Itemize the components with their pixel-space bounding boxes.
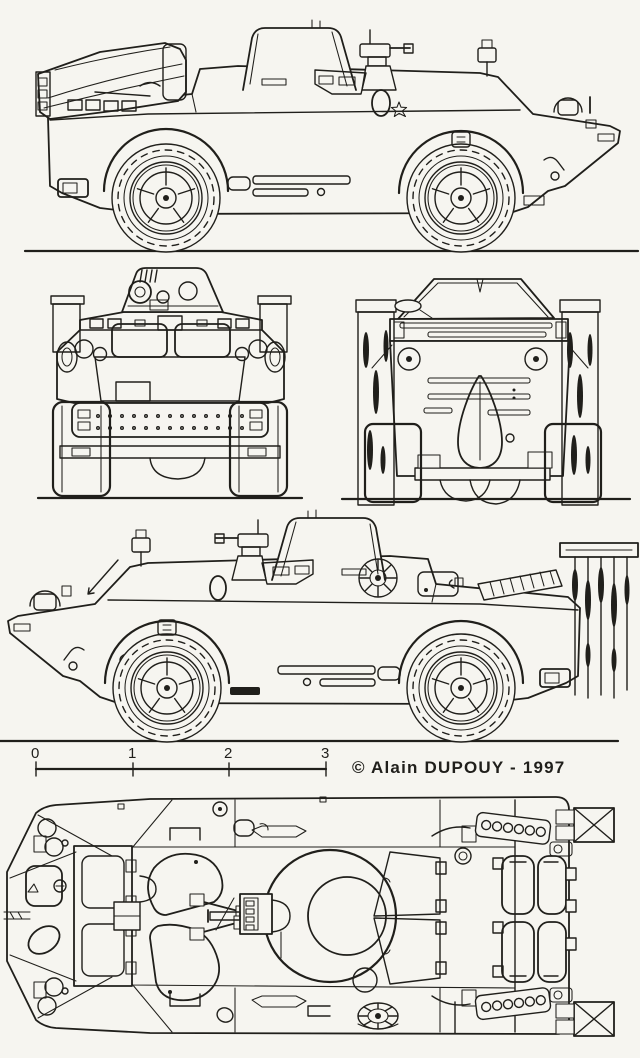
- tow-hook: [3, 911, 31, 920]
- fender-arch: [397, 619, 525, 685]
- ladder-rack: [559, 299, 601, 506]
- vision-block: [314, 69, 367, 95]
- rear-lamp: [539, 668, 571, 688]
- windshield-hatches: [73, 845, 157, 987]
- commander-sight: [477, 39, 497, 77]
- turret: [121, 267, 224, 313]
- exhaust: [431, 987, 552, 1021]
- winch-hatch: [115, 381, 151, 402]
- scale-label-1: 1: [128, 745, 136, 762]
- trim-vane-stowed: [35, 42, 187, 120]
- engine-panel: [373, 917, 441, 985]
- cooling-fan: [357, 1002, 399, 1030]
- wheel: [228, 400, 289, 498]
- belt-line: [107, 599, 579, 611]
- front-view: [36, 267, 304, 500]
- wheel: [407, 144, 515, 252]
- wheel: [543, 422, 603, 504]
- stowage-rack: [549, 987, 615, 1037]
- exhaust: [431, 811, 552, 845]
- plan-view: [3, 796, 615, 1037]
- rear-lamp: [57, 178, 89, 198]
- side-hatch: [209, 575, 227, 601]
- machine-gun: [359, 29, 414, 91]
- scale-label-2: 2: [224, 745, 232, 762]
- ladder-rack: [355, 299, 397, 506]
- access-panel: [417, 571, 459, 597]
- wheel: [51, 400, 112, 498]
- machine-gun: [214, 519, 269, 581]
- headlight: [553, 96, 597, 129]
- headlight: [74, 339, 94, 359]
- headlight: [29, 585, 72, 611]
- gun-mount: [207, 893, 291, 959]
- scale-label-0: 0: [31, 745, 39, 762]
- vision-block: [261, 559, 314, 585]
- stowage-rack: [549, 807, 615, 857]
- turret: [242, 27, 357, 91]
- ladder-rack: [559, 542, 639, 699]
- cooling-fan: [358, 558, 398, 598]
- side-hatch: [371, 89, 391, 117]
- fender-arch: [103, 619, 231, 685]
- turret: [271, 517, 386, 581]
- scale-bar: 0 1 2 3: [31, 745, 329, 777]
- copyright-text: © Alain DUPOUY - 1997: [352, 758, 565, 777]
- escape-hatch: [352, 967, 378, 993]
- bracket: [307, 1005, 331, 1017]
- scale-label-3: 3: [321, 745, 329, 762]
- side-view-bottom: [0, 509, 639, 742]
- engine-vents: [501, 855, 567, 983]
- fender-arch: [102, 127, 230, 193]
- differential: [149, 457, 206, 480]
- mirror: [394, 299, 422, 313]
- muffler: [448, 569, 563, 601]
- wheel: [112, 144, 220, 252]
- wheel: [407, 634, 515, 742]
- fender-arch: [397, 129, 525, 195]
- wheel: [113, 634, 221, 742]
- headlight: [248, 339, 268, 359]
- engine-panel: [373, 851, 441, 917]
- antenna-base: [212, 801, 228, 817]
- wheel: [363, 422, 423, 504]
- side-view-top: [23, 19, 640, 252]
- headlight-cluster: [33, 977, 69, 1016]
- commander-sight: [131, 529, 151, 567]
- star-marking: [390, 101, 408, 118]
- headlight-cluster: [33, 818, 69, 857]
- rear-view: [340, 278, 632, 506]
